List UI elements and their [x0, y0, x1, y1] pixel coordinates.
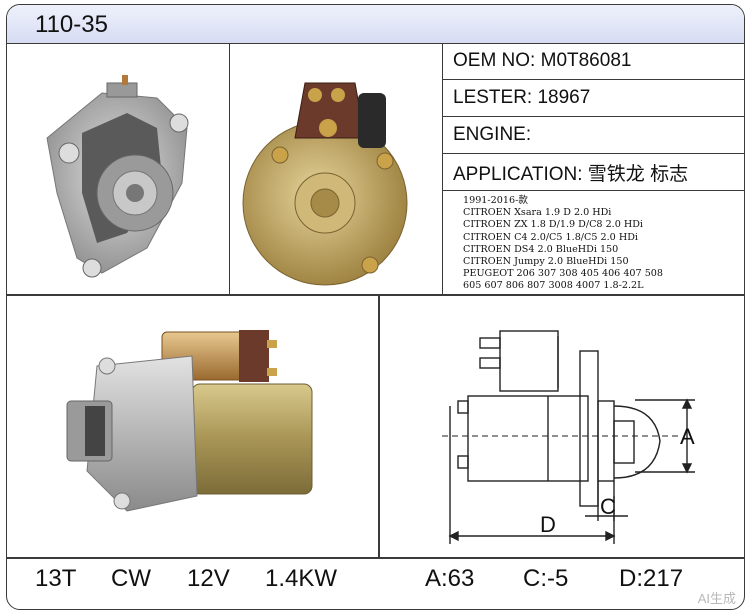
application-item: PEUGEOT 206 307 308 405 406 407 508	[463, 268, 664, 280]
dimension-a: A:63	[425, 565, 475, 592]
side-photo-cell	[7, 296, 378, 558]
rotation: CW	[111, 565, 151, 592]
dimension-c: C:-5	[523, 565, 569, 592]
bottom-divider	[378, 295, 380, 557]
engine-label: ENGINE:	[453, 124, 532, 145]
oem-number: OEM NO: M0T86081	[453, 50, 632, 71]
application-item: CITROEN C4 2.0/C5 1.8/C5 2.0 HDi	[463, 231, 638, 243]
dimension-diagram-cell: A C D	[380, 296, 744, 558]
voltage: 12V	[187, 565, 230, 592]
application-row: APPLICATION: 雪铁龙 标志	[443, 154, 744, 191]
application-item: CITROEN ZX 1.8 D/1.9 D/C8 2.0 HDi	[463, 219, 643, 231]
teeth-count: 13T	[35, 565, 77, 592]
starter-side-photo	[66, 330, 313, 512]
power: 1.4KW	[265, 565, 338, 592]
dimension-d: D:217	[619, 565, 684, 592]
application-item: CITROEN DS4 2.0 BlueHDi 150	[463, 243, 619, 255]
front-photo-cell	[7, 43, 230, 295]
spec-sheet: 110-35	[6, 4, 745, 610]
application-item: 605 607 806 807 3008 4007 1.8-2.2L	[463, 280, 644, 292]
dim-d-label: D	[540, 512, 556, 537]
lester-number-row: LESTER: 18967	[443, 80, 744, 117]
engine-row: ENGINE:	[443, 117, 744, 154]
header-bar: 110-35	[7, 5, 744, 44]
application-list: 1991-2016-款 CITROEN Xsara 1.9 D 2.0 HDi …	[443, 191, 744, 295]
dimension-diagram: A C D	[442, 330, 695, 544]
dim-a-label: A	[680, 424, 695, 449]
application-item: CITROEN Jumpy 2.0 BlueHDi 150	[463, 256, 629, 268]
lester-number: LESTER: 18967	[453, 87, 591, 108]
watermark: AI生成	[697, 591, 736, 606]
oem-number-row: OEM NO: M0T86081	[443, 43, 744, 80]
section-divider	[7, 294, 744, 296]
application-item: 1991-2016-款	[463, 195, 528, 206]
dim-c-label: C	[600, 494, 616, 519]
starter-front-photo	[46, 75, 189, 278]
starter-rear-photo	[242, 82, 408, 286]
application-item: CITROEN Xsara 1.9 D 2.0 HDi	[463, 207, 612, 219]
footer-divider	[7, 557, 744, 559]
rear-photo-cell	[230, 43, 443, 295]
application-label: APPLICATION: 雪铁龙 标志	[453, 163, 689, 185]
model-number: 110-35	[35, 11, 108, 38]
